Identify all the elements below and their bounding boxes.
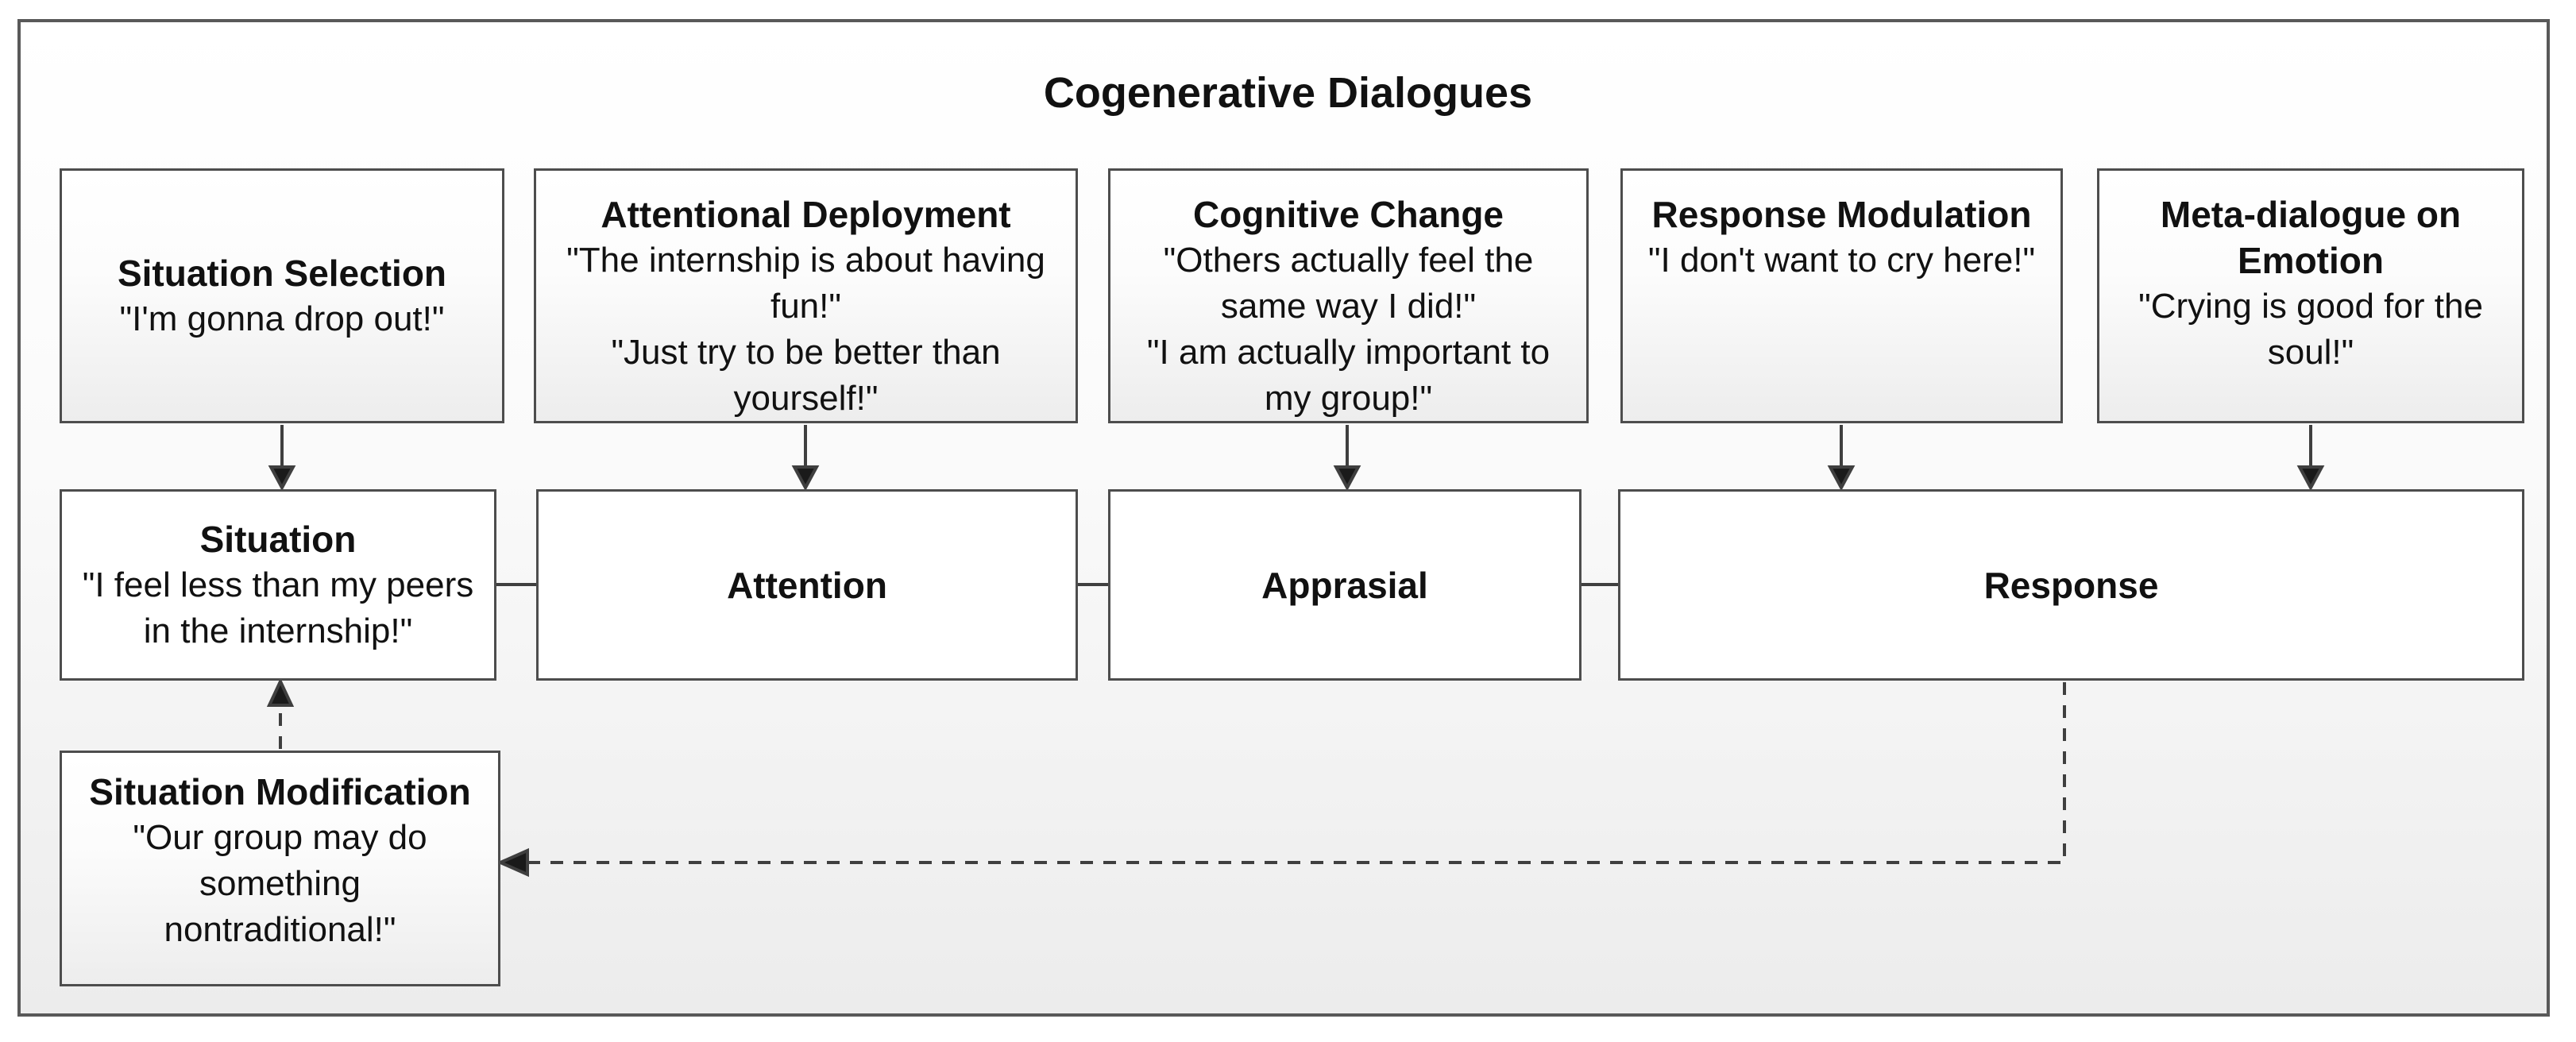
box-attentional-deployment: Attentional Deployment "The internship i…: [534, 168, 1078, 423]
box-response-modulation: Response Modulation "I don't want to cry…: [1620, 168, 2063, 423]
box-quote: "I am actually important to my group!": [1146, 333, 1551, 418]
box-title: Cognitive Change: [1192, 194, 1504, 235]
box-apprasial: Apprasial: [1108, 489, 1582, 681]
box-title: Response: [1983, 564, 2159, 606]
box-quote: "I'm gonna drop out!": [119, 299, 445, 338]
box-quote: "Others actually feel the same way I did…: [1163, 241, 1534, 326]
box-title: Attentional Deployment: [601, 194, 1011, 235]
box-quote: "I feel less than my peers in the intern…: [82, 565, 474, 650]
box-attention: Attention: [536, 489, 1078, 681]
box-situation-selection: Situation Selection "I'm gonna drop out!…: [60, 168, 504, 423]
diagram-title: Cogenerative Dialogues: [1043, 69, 1533, 117]
box-title: Apprasial: [1261, 564, 1428, 606]
box-title: Response Modulation: [1651, 194, 2032, 235]
box-title: Situation Selection: [117, 252, 447, 294]
box-quote: "Just try to be better than yourself!": [611, 333, 1001, 418]
box-quote: "Crying is good for the soul!": [2138, 287, 2483, 372]
box-response: Response: [1618, 489, 2524, 681]
box-quote: "I don't want to cry here!": [1647, 241, 2036, 280]
box-title: Attention: [727, 564, 887, 606]
box-cognitive-change: Cognitive Change "Others actually feel t…: [1108, 168, 1589, 423]
box-quote: "Our group may do something nontradition…: [133, 818, 427, 949]
box-title: Situation: [199, 518, 357, 560]
box-situation: Situation "I feel less than my peers in …: [60, 489, 496, 681]
box-quote: "The internship is about having fun!": [566, 241, 1045, 326]
box-meta-dialogue-on-emotion: Meta-dialogue on Emotion "Crying is good…: [2097, 168, 2524, 423]
box-situation-modification: Situation Modification "Our group may do…: [60, 751, 500, 986]
box-title: Situation Modification: [89, 771, 471, 812]
box-title: Meta-dialogue on Emotion: [2160, 194, 2462, 281]
